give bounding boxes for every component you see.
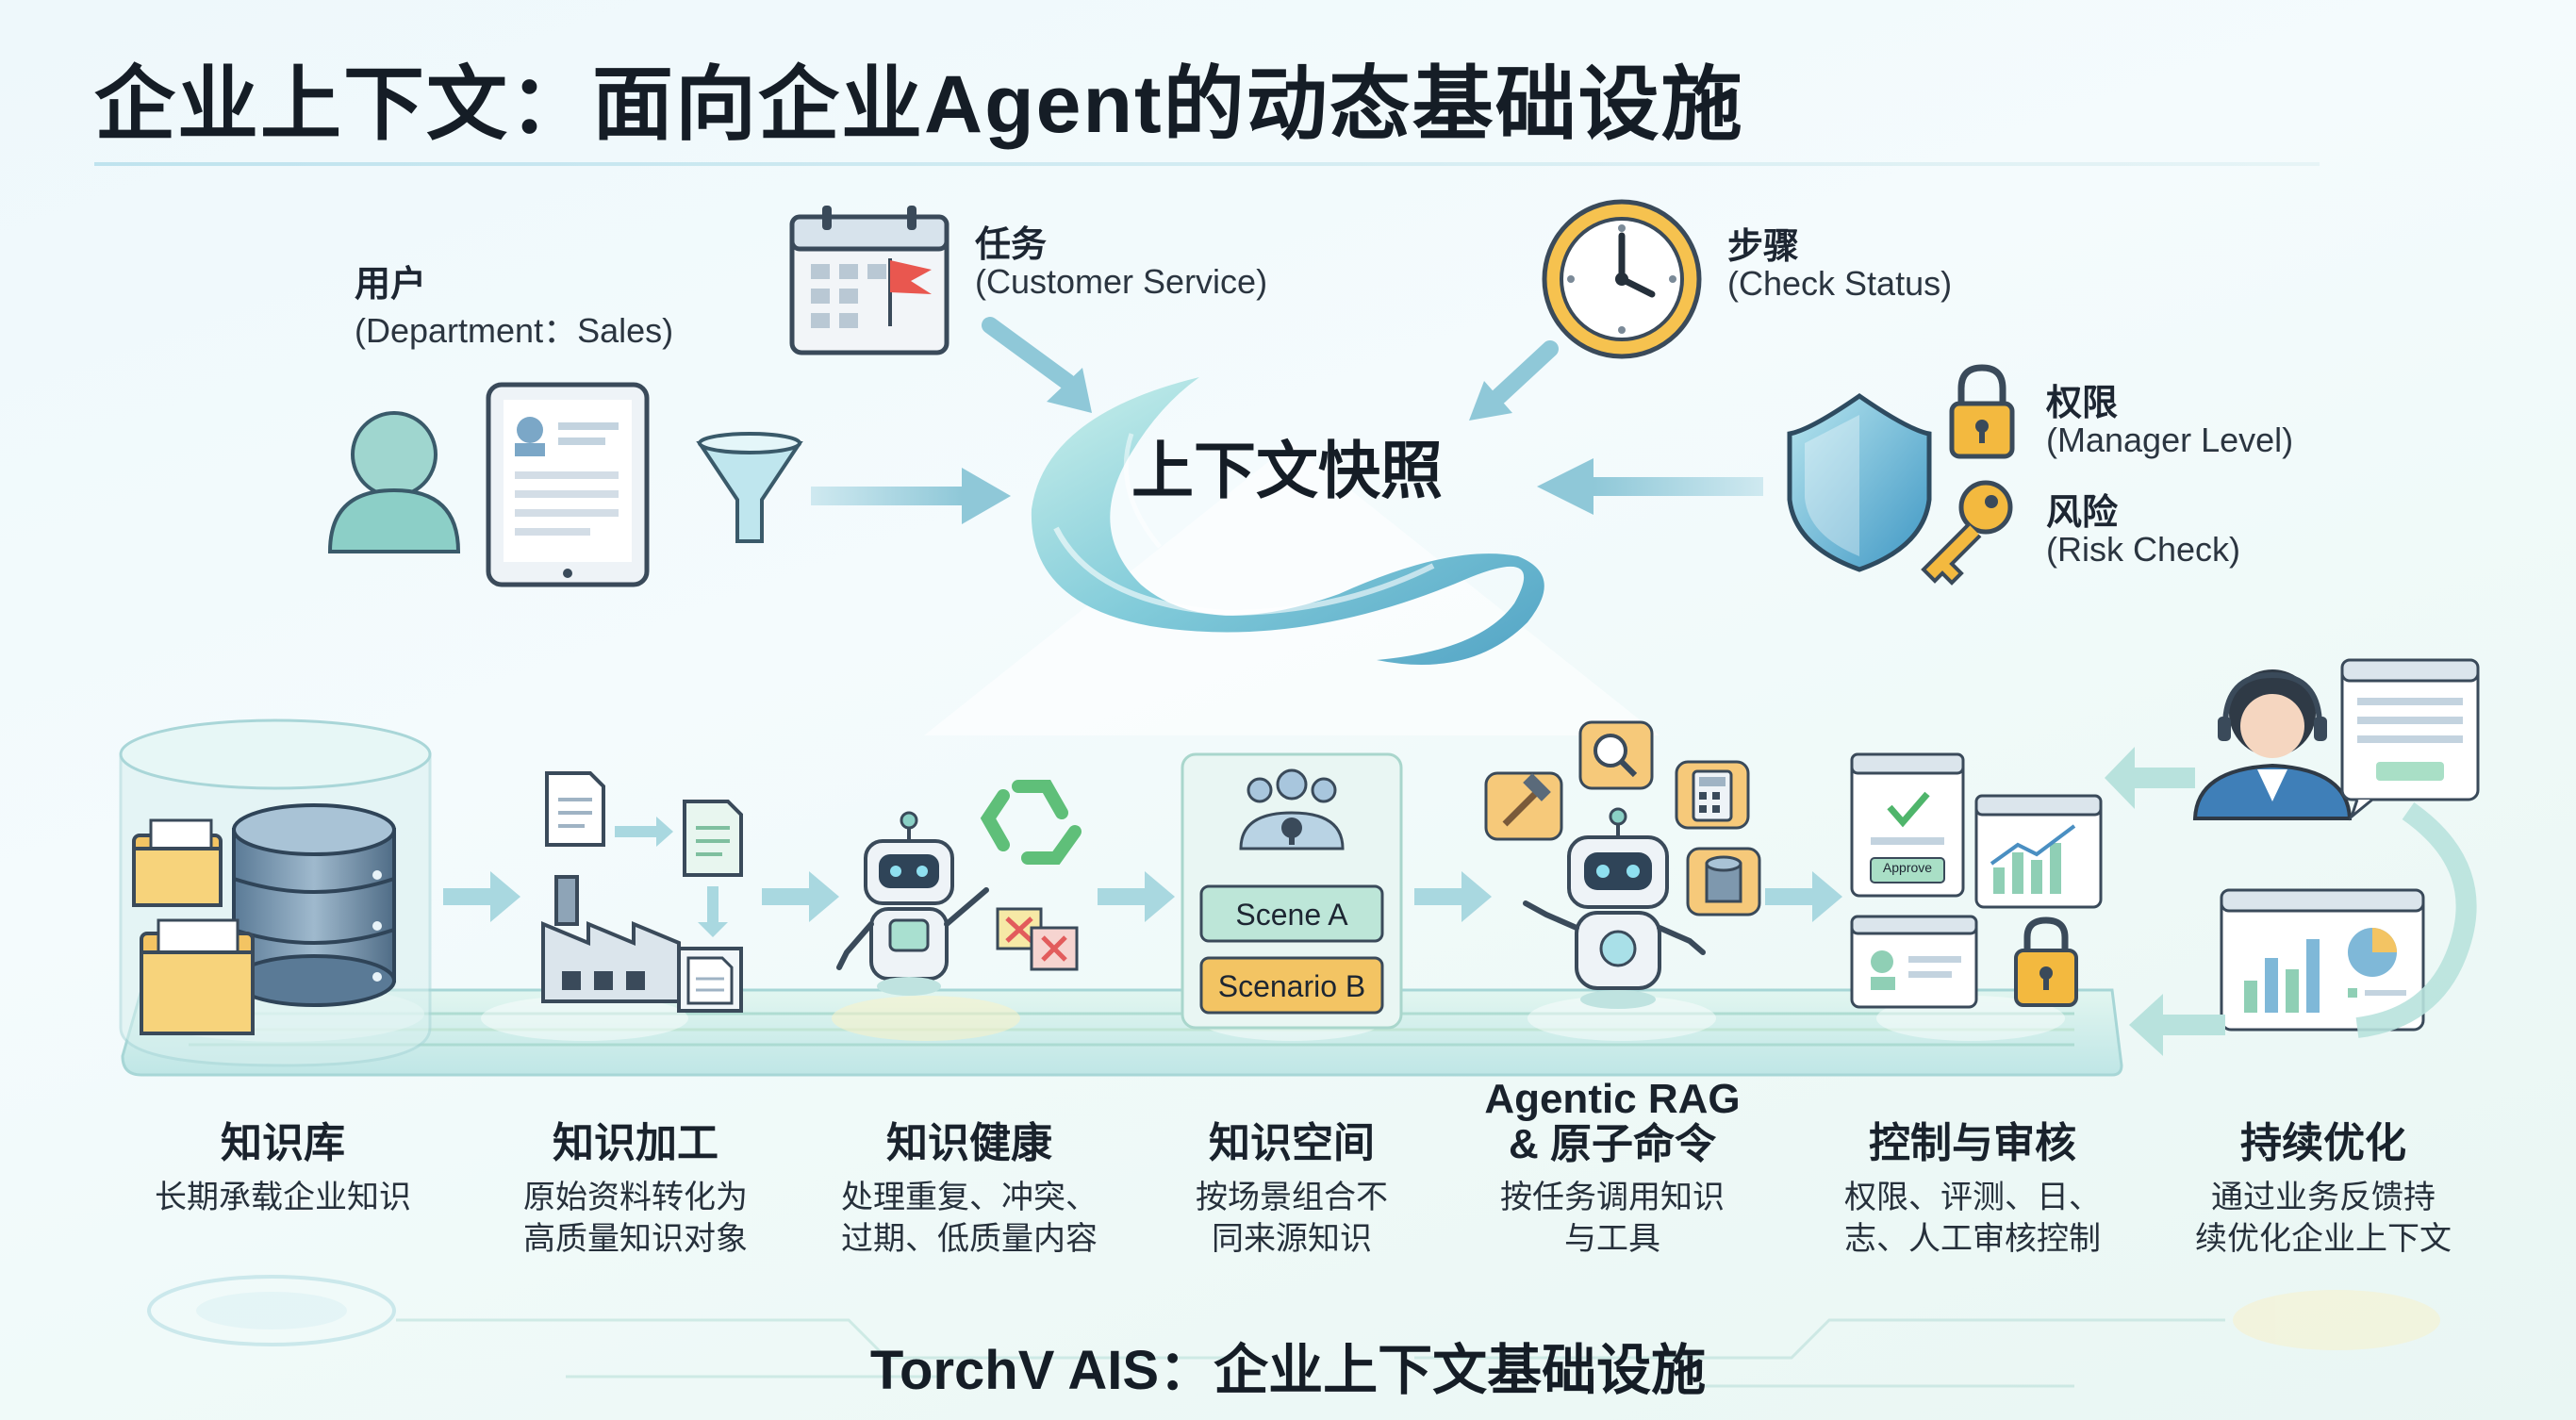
database-icon <box>232 803 396 1007</box>
flow-arrow <box>443 871 520 922</box>
robot-icon <box>836 811 989 996</box>
stage-title-line: Agentic RAG <box>1484 1076 1741 1122</box>
arrow-task-to-snapshot <box>982 317 1092 413</box>
step-sub-label: (Check Status) <box>1727 264 1953 303</box>
stage-desc-line: 通过业务反馈持 <box>2211 1180 2436 1215</box>
context-snapshot-wave <box>1031 377 1544 665</box>
feedback-loop-arrow <box>2355 801 2477 1038</box>
arrow-to-control <box>2129 994 2225 1056</box>
step-label: 步骤 <box>1727 227 1800 267</box>
stage-desc-line: 过期、低质量内容 <box>841 1221 1098 1257</box>
stage-desc-line: 原始资料转化为 <box>523 1180 748 1215</box>
stage-title-knowledge-base: 知识库 <box>221 1120 345 1166</box>
agent-robot-icon <box>1523 807 1706 1009</box>
flow-arrow <box>1765 871 1842 922</box>
factory-icon <box>541 875 681 1003</box>
context-snapshot-label: 上下文快照 <box>1131 436 1443 505</box>
stage-desc-knowledge-space: 按场景组合不 同来源知识 <box>1122 1177 1461 1260</box>
stage-desc-line: 与工具 <box>1564 1221 1660 1257</box>
approve-label: Approve <box>1882 860 1933 875</box>
stage-title-knowledge-health: 知识健康 <box>886 1120 1052 1166</box>
stage-title-control-review: 控制与审核 <box>1869 1120 2076 1166</box>
document-icon <box>683 800 743 877</box>
shield-icon <box>1787 392 1932 572</box>
stage-title-agentic-rag: Agentic RAG & 原子命令 <box>1443 1077 1782 1167</box>
stage-title-knowledge-processing: 知识加工 <box>553 1120 718 1166</box>
stage-desc-continuous-optimization: 通过业务反馈持 续优化企业上下文 <box>2154 1177 2493 1260</box>
key-icon <box>1921 480 2013 586</box>
stage-title-knowledge-space: 知识空间 <box>1209 1120 1375 1166</box>
document-icon <box>677 947 743 1013</box>
stage-desc-line: 权限、评测、日、 <box>1844 1180 2101 1215</box>
hammer-icon <box>1484 771 1563 841</box>
folder-icon <box>140 918 255 1035</box>
light-cone <box>924 443 1660 735</box>
page-title: 企业上下文：面向企业Agent的动态基础设施 <box>94 59 1744 150</box>
stage-desc-knowledge-base: 长期承载企业知识 <box>113 1177 453 1218</box>
database-small-icon <box>1686 847 1761 916</box>
stage-desc-line: 志、人工审核控制 <box>1844 1221 2101 1257</box>
user-sub-label: (Department：Sales) <box>355 311 674 350</box>
stage-desc-line: 同来源知识 <box>1212 1221 1372 1257</box>
padlock-icon <box>2014 916 2078 1007</box>
footer-title: TorchV AIS：企业上下文基础设施 <box>869 1340 1707 1401</box>
bottom-circuit-decoration <box>147 1275 2440 1388</box>
flow-arrow <box>1414 871 1492 922</box>
funnel-icon <box>696 432 803 543</box>
stage-desc-agentic-rag: 按任务调用知识 与工具 <box>1443 1177 1782 1260</box>
task-sub-label: (Customer Service) <box>975 262 1268 301</box>
profile-window <box>1850 915 1978 1009</box>
arrow-step-to-snapshot <box>1469 340 1559 421</box>
risk-sub-label: (Risk Check) <box>2046 530 2241 569</box>
stage-desc-knowledge-processing: 原始资料转化为 高质量知识对象 <box>466 1177 805 1260</box>
stage-desc-line: 长期承载企业知识 <box>155 1180 411 1215</box>
permission-sub-label: (Manager Level) <box>2046 421 2294 459</box>
scenario-b-chip <box>1199 956 1384 1015</box>
stage-desc-knowledge-health: 处理重复、冲突、 过期、低质量内容 <box>800 1177 1139 1260</box>
risk-label: 风险 <box>2046 493 2119 533</box>
dashboard-window <box>2220 888 2425 1032</box>
scene-a-label: Scene A <box>1235 898 1348 932</box>
stage-desc-line: 高质量知识对象 <box>523 1221 748 1257</box>
stage-desc-line: 续优化企业上下文 <box>2195 1221 2452 1257</box>
folder-icon <box>132 818 223 907</box>
title-divider <box>94 162 2320 166</box>
stage-desc-line: 处理重复、冲突、 <box>841 1180 1098 1215</box>
calendar-icon <box>789 206 949 355</box>
support-agent-icon <box>2192 669 2353 820</box>
document-icon <box>545 771 605 847</box>
stage-title-line: & 原子命令 <box>1509 1121 1716 1167</box>
task-label: 任务 <box>975 225 1048 265</box>
approve-window <box>1850 752 1965 898</box>
user-person-icon <box>327 411 461 553</box>
chart-window <box>1974 794 2103 909</box>
scene-a-chip <box>1199 884 1384 943</box>
clock-icon <box>1542 199 1702 359</box>
arrow-small <box>698 886 728 937</box>
stage-title-continuous-optimization: 持续优化 <box>2240 1120 2406 1166</box>
arrow-to-support-agent <box>2105 747 2195 809</box>
calculator-icon <box>1675 760 1750 830</box>
permission-label: 权限 <box>2046 384 2119 423</box>
error-file-icon <box>996 907 1079 971</box>
arrow-small <box>615 817 673 847</box>
magnifier-icon <box>1578 720 1654 790</box>
flow-arrow <box>762 871 839 922</box>
padlock-icon <box>1949 364 2015 459</box>
stage-desc-control-review: 权限、评测、日、 志、人工审核控制 <box>1803 1177 2142 1260</box>
arrow-permission-to-snapshot <box>1537 458 1763 515</box>
flow-arrow <box>1098 871 1175 922</box>
scenario-b-label: Scenario B <box>1217 969 1366 1003</box>
feedback-window <box>2340 658 2480 821</box>
stage-desc-line: 按场景组合不 <box>1196 1180 1388 1215</box>
stage-desc-line: 按任务调用知识 <box>1500 1180 1725 1215</box>
user-label: 用户 <box>355 265 427 305</box>
recycle-icon <box>980 780 1082 865</box>
arrow-user-to-snapshot <box>811 468 1011 524</box>
profile-tablet-icon <box>486 382 650 587</box>
